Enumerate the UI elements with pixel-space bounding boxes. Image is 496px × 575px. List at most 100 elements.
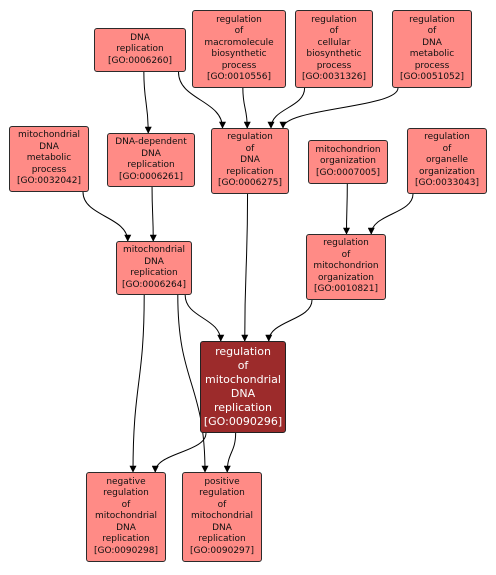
- node-label-line: cellular: [317, 37, 351, 48]
- node-label-line: process: [31, 164, 67, 175]
- node-label-line: replication: [127, 160, 175, 170]
- node-label-line: DNA-dependent: [115, 137, 187, 147]
- node-label-line: regulation: [409, 14, 455, 25]
- node-label-line: DNA: [39, 141, 59, 152]
- node-label-line: DNA: [144, 256, 164, 267]
- edge-go0006260-to-go0006275: [178, 71, 226, 129]
- node-label-line: mitochondrion: [313, 261, 379, 272]
- node-label-line: of: [217, 499, 227, 510]
- node-label-line: DNA: [130, 32, 150, 43]
- node-label-line: replication: [102, 534, 150, 545]
- edge-go0033043-to-go0010821: [367, 193, 414, 235]
- node-label-line: organization: [318, 272, 374, 283]
- node-label-line: [GO:0010556]: [206, 72, 272, 82]
- edge-go0006264-to-go0090298: [129, 294, 145, 473]
- node-label-line: mitochondrial: [122, 245, 186, 255]
- edge-go0006264-to-go0090297: [177, 294, 209, 473]
- node-label-line: mitochondrial: [17, 130, 81, 141]
- node-label-line: [GO:0033043]: [414, 178, 480, 189]
- node-label-line: negative: [106, 476, 146, 487]
- node-label-line: macromolecule: [204, 37, 274, 48]
- node-label-line: of: [234, 26, 244, 36]
- node-label-line: regulation: [215, 345, 271, 358]
- node-label-line: organelle: [425, 155, 469, 166]
- node-label-line: [GO:0007005]: [315, 167, 381, 178]
- node-label-line: of: [341, 249, 351, 260]
- node-label-line: regulation: [424, 132, 470, 143]
- node-label-line: biosynthetic: [306, 49, 362, 59]
- edge-go0031326-to-go0006275: [267, 87, 306, 129]
- edge-go0006264-to-go0090296: [184, 294, 225, 342]
- node-label-line: [GO:0090296]: [203, 415, 283, 428]
- node-label-line: mitochondrion: [315, 144, 381, 155]
- node-label-line: [GO:0006264]: [121, 279, 187, 290]
- edge-go0090296-to-go0090298: [151, 432, 207, 473]
- node-label-line: of: [237, 359, 249, 372]
- node-label-line: mitochondrial: [190, 511, 254, 522]
- node-label-line: [GO:0006260]: [107, 55, 173, 66]
- edge-go0006260-to-go0006261: [143, 71, 152, 134]
- node-label-line: [GO:0010821]: [313, 284, 379, 295]
- node-label-line: DNA: [141, 148, 161, 159]
- node-label-line: replication: [226, 166, 274, 177]
- node-label-line: of: [121, 499, 131, 510]
- node-label-line: regulation: [103, 488, 149, 499]
- node-label-line: DNA: [422, 37, 442, 48]
- node-label-line: [GO:0031326]: [301, 72, 367, 82]
- node-label-line: biosynthetic: [211, 49, 267, 59]
- node-label-line: process: [316, 60, 352, 71]
- edge-go0051052-to-go0006275: [279, 87, 399, 129]
- node-label-line: mitochondrial: [94, 511, 158, 522]
- node-label-line: replication: [130, 268, 178, 278]
- node-label-line: DNA: [212, 522, 232, 533]
- node-label-line: process: [221, 60, 257, 71]
- node-label-line: DNA: [116, 522, 136, 533]
- node-label-line: metabolic: [26, 153, 72, 164]
- node-label-line: [GO:0090297]: [189, 545, 255, 556]
- node-label-line: [GO:0032042]: [16, 176, 82, 187]
- node-label-line: regulation: [199, 488, 245, 499]
- edge-go0032042-to-go0006264: [82, 191, 132, 242]
- node-label-line: regulation: [311, 14, 357, 25]
- node-label-line: replication: [116, 44, 164, 55]
- node-label-line: of: [329, 26, 339, 36]
- edge-go0006261-to-go0006264: [149, 186, 157, 242]
- node-label-line: metabolic: [409, 49, 455, 59]
- node-label-line: replication: [213, 401, 272, 414]
- node-label-line: process: [414, 60, 450, 71]
- edge-go0007005-to-go0010821: [343, 183, 351, 235]
- node-label-line: [GO:0051052]: [399, 72, 465, 82]
- node-label-line: [GO:0090298]: [93, 545, 159, 556]
- node-label-line: positive: [204, 476, 240, 487]
- edge-go0010556-to-go0006275: [242, 87, 251, 129]
- edge-go0010821-to-go0090296: [265, 299, 313, 342]
- node-label-line: regulation: [216, 14, 262, 25]
- node-label-line: [GO:0006261]: [118, 171, 184, 182]
- node-label-line: organization: [419, 166, 475, 177]
- node-label-line: DNA: [240, 155, 260, 166]
- node-label-line: of: [245, 143, 255, 154]
- node-label-line: organization: [320, 156, 376, 167]
- node-label-line: replication: [198, 534, 246, 545]
- edge-go0006275-to-go0090296: [241, 193, 249, 342]
- node-label-line: regulation: [323, 238, 369, 249]
- node-label-line: of: [442, 143, 452, 154]
- node-label-line: of: [427, 26, 437, 36]
- node-label-line: mitochondrial: [205, 373, 281, 386]
